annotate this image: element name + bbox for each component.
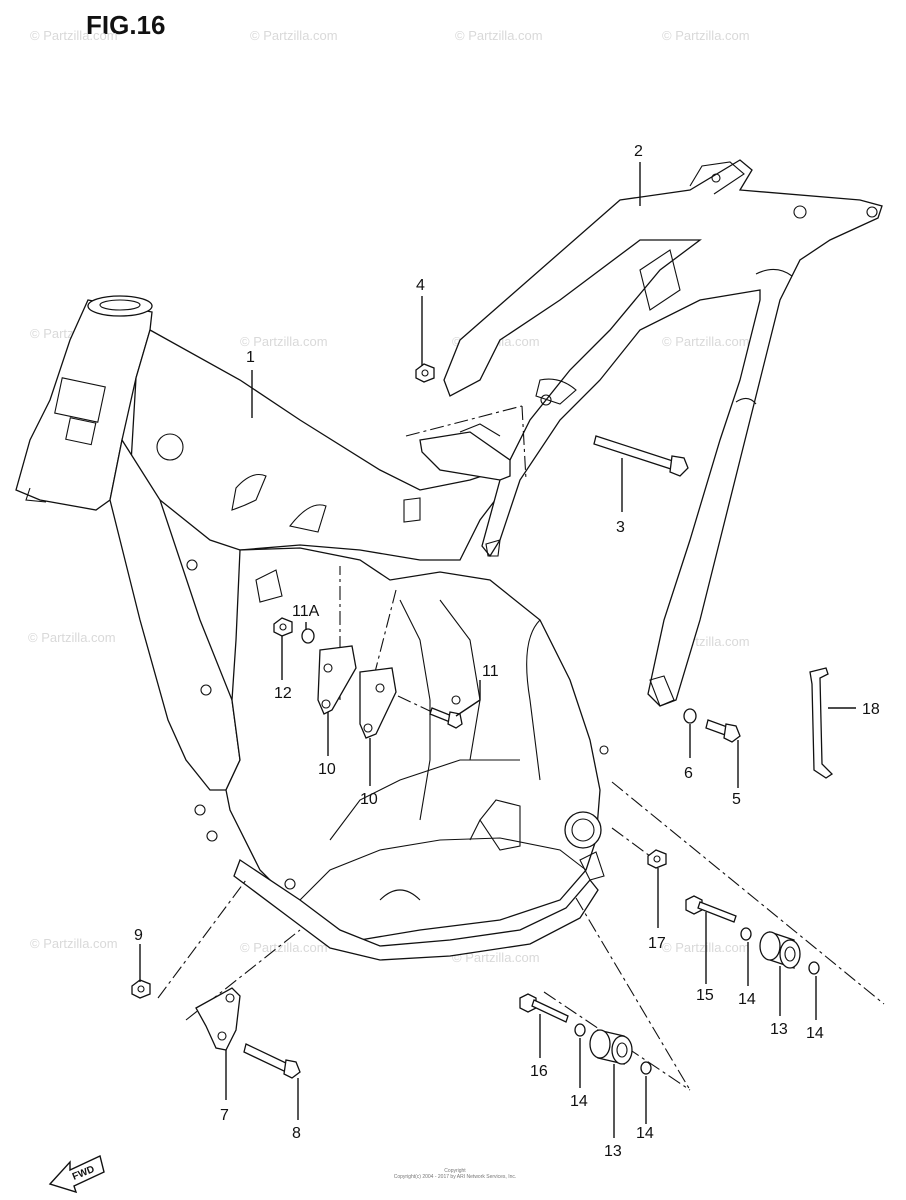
nut-4 <box>415 363 435 383</box>
copyright-line: Copyright(c) 2004 - 2017 by ARI Network … <box>393 1174 517 1180</box>
forward-arrow-icon: FWD <box>48 1155 105 1194</box>
watermark: © Partzilla.com <box>28 630 116 645</box>
label-part-7: 7 <box>220 1107 229 1124</box>
label-part-10: 10 <box>318 761 336 778</box>
bracket-7 <box>195 987 241 1051</box>
label-part-13: 13 <box>770 1021 788 1038</box>
watermark: © Partzilla.com <box>250 28 338 43</box>
label-part-12: 12 <box>274 685 292 702</box>
label-part-8: 8 <box>292 1125 301 1142</box>
label-part-1: 1 <box>246 349 255 366</box>
sub-frame <box>419 159 883 707</box>
copyright-notice: Copyright Copyright(c) 2004 - 2017 by AR… <box>370 1168 540 1180</box>
label-part-14: 14 <box>806 1025 824 1042</box>
label-part-6: 6 <box>684 765 693 782</box>
label-part-17: 17 <box>648 935 666 952</box>
nut-12 <box>273 617 293 637</box>
washer-14c <box>574 1023 586 1037</box>
washer-14a <box>740 927 752 941</box>
figure-title: FIG.16 <box>86 10 166 40</box>
bolt-15 <box>685 895 737 923</box>
washer-14b <box>808 961 820 975</box>
label-part-13: 13 <box>604 1143 622 1160</box>
label-part-15: 15 <box>696 987 714 1004</box>
watermark: © Partzilla.com <box>240 940 328 955</box>
watermark: © Partzilla.com <box>662 28 750 43</box>
bracket-10a <box>317 645 357 715</box>
watermark: © Partzilla.com <box>30 28 118 43</box>
bolt-8 <box>243 1043 301 1079</box>
bushing-13b <box>589 1029 633 1065</box>
label-part-11a: 11A <box>292 603 320 620</box>
label-part-11: 11 <box>482 663 499 680</box>
watermark: © Partzilla.com <box>662 334 750 349</box>
small-parts <box>131 363 834 1079</box>
copyright-line: Copyright <box>444 1168 466 1174</box>
bushing-13a <box>759 931 801 969</box>
watermark: © Partzilla.com <box>30 936 118 951</box>
clip-18 <box>809 667 834 779</box>
bolt-3 <box>593 435 689 477</box>
label-part-2: 2 <box>634 143 643 160</box>
washer-11a <box>301 628 315 644</box>
watermark: © Partzilla.com <box>240 334 328 349</box>
part-labels: 1 2 3 4 5 6 7 8 9 10 10 11 11A 12 13 13 … <box>134 143 880 1160</box>
label-part-14: 14 <box>636 1125 654 1142</box>
label-part-16: 16 <box>530 1063 548 1080</box>
nut-9 <box>131 979 151 999</box>
label-part-9: 9 <box>134 927 143 944</box>
label-part-14: 14 <box>570 1093 588 1110</box>
watermark: © Partzilla.com <box>455 28 543 43</box>
nut-17 <box>647 849 667 869</box>
label-part-3: 3 <box>616 519 625 536</box>
bolt-5 <box>705 719 741 743</box>
label-part-18: 18 <box>862 701 880 718</box>
label-part-14: 14 <box>738 991 756 1008</box>
label-part-10: 10 <box>360 791 378 808</box>
washer-14d <box>640 1061 652 1075</box>
main-frame <box>15 295 609 961</box>
label-part-4: 4 <box>416 277 425 294</box>
leader-lines <box>139 162 856 1138</box>
label-part-5: 5 <box>732 791 741 808</box>
watermark: © Partzilla.com <box>452 950 540 965</box>
bracket-10b <box>359 667 397 739</box>
bolt-11 <box>429 707 463 729</box>
washer-6 <box>683 708 697 724</box>
bolt-16 <box>519 993 569 1023</box>
